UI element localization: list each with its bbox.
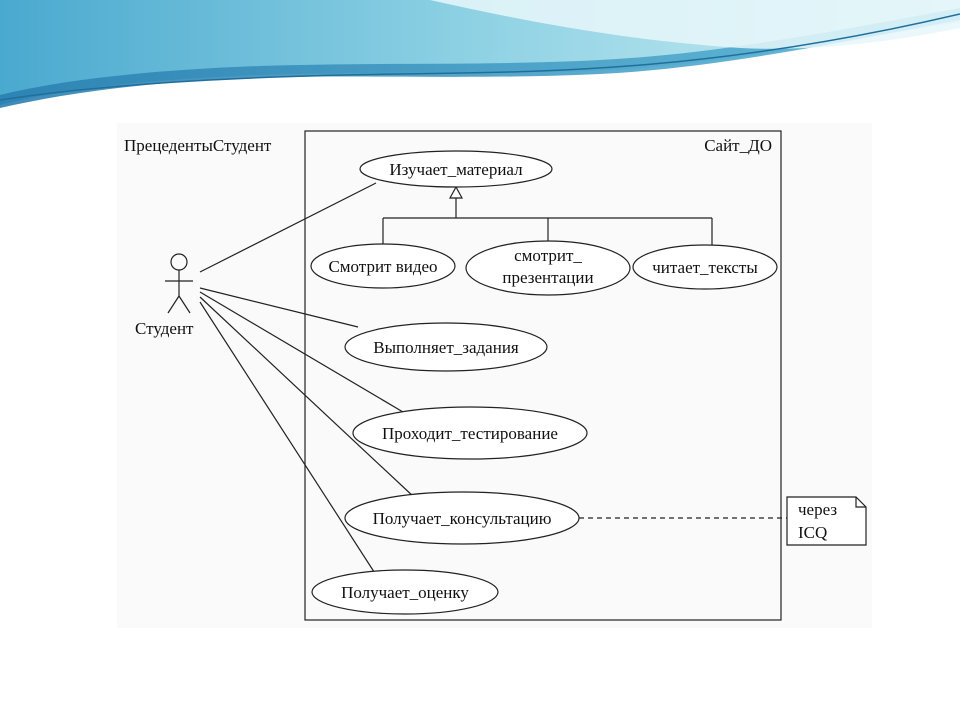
svg-text:презентации: презентации bbox=[502, 268, 593, 287]
usecase-watch-video[interactable]: Смотрит видео bbox=[310, 243, 456, 289]
svg-text:Изучает_материал: Изучает_материал bbox=[389, 160, 523, 179]
svg-text:читает_тексты: читает_тексты bbox=[652, 258, 758, 277]
header-wave-decoration bbox=[0, 0, 960, 108]
svg-text:Получает_оценку: Получает_оценку bbox=[341, 583, 469, 602]
actor-student-figure[interactable] bbox=[165, 253, 193, 314]
svg-text:Выполняет_задания: Выполняет_задания bbox=[373, 338, 519, 357]
usecase-study-material[interactable]: Изучает_материал bbox=[359, 150, 553, 188]
package-label: ПрецедентыСтудент bbox=[124, 136, 272, 155]
svg-text:Смотрит видео: Смотрит видео bbox=[328, 257, 437, 276]
svg-text:смотрит_: смотрит_ bbox=[514, 246, 582, 265]
usecase-read-texts[interactable]: читает_тексты bbox=[632, 244, 778, 290]
usecase-take-test[interactable]: Проходит_тестирование bbox=[352, 406, 588, 460]
system-label: Сайт_ДО bbox=[704, 136, 772, 155]
system-boundary bbox=[304, 130, 782, 621]
usecase-watch-presentations[interactable]: смотрит_ презентации bbox=[465, 240, 631, 296]
svg-text:через: через bbox=[798, 500, 837, 519]
actor-student-label: Студент bbox=[135, 319, 194, 338]
usecase-get-grade[interactable]: Получает_оценку bbox=[311, 569, 499, 615]
usecase-do-tasks[interactable]: Выполняет_задания bbox=[344, 322, 548, 372]
svg-text:Проходит_тестирование: Проходит_тестирование bbox=[382, 424, 558, 443]
association-lines bbox=[199, 182, 416, 579]
diagram-card bbox=[117, 123, 872, 628]
svg-text:Получает_консультацию: Получает_консультацию bbox=[373, 509, 552, 528]
usecase-get-consultation[interactable]: Получает_консультацию bbox=[344, 491, 580, 545]
generalization-tree bbox=[382, 185, 713, 245]
note-icq[interactable]: через ICQ bbox=[786, 496, 867, 546]
svg-text:ICQ: ICQ bbox=[798, 523, 827, 542]
